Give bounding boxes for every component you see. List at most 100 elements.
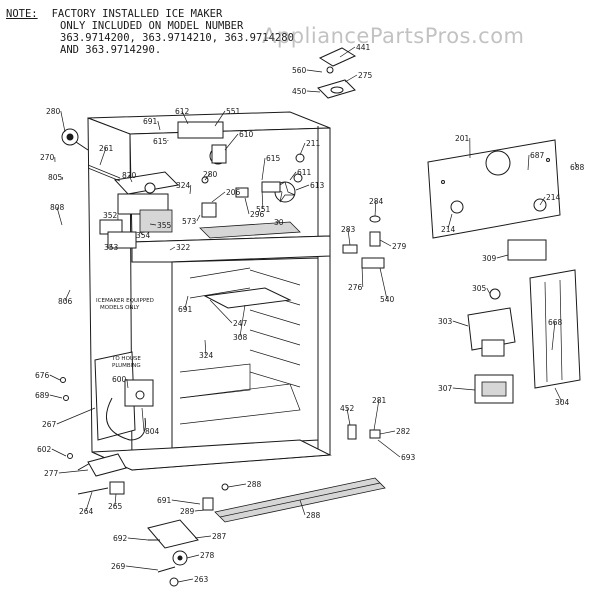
leader-line: [189, 184, 192, 195]
callout-613: 613: [310, 181, 325, 190]
leader-lines: [49, 46, 578, 583]
leader-line: [171, 499, 201, 505]
callout-540: 540: [380, 295, 395, 304]
leader-line: [99, 147, 107, 166]
leader-line: [244, 197, 250, 215]
callout-441: 441: [356, 43, 371, 52]
callout-264: 264: [79, 507, 94, 516]
callout-610: 610: [239, 130, 254, 139]
leader-line: [551, 321, 556, 351]
callout-211: 211: [306, 139, 321, 148]
leader-line: [339, 46, 356, 58]
callout-296: 296: [250, 210, 265, 219]
leader-line: [214, 110, 226, 127]
leader-line: [125, 565, 159, 571]
leader-line: [127, 537, 149, 541]
leader-line: [60, 110, 66, 133]
leader-line: [194, 535, 212, 539]
note-label: NOTE:: [6, 8, 38, 20]
leader-line: [496, 254, 509, 259]
callout-615: 615: [153, 137, 168, 146]
leader-line: [373, 399, 380, 431]
callout-309: 309: [482, 254, 497, 263]
watermark: AppliancePartsPros.com: [262, 24, 525, 48]
leader-line: [261, 157, 266, 181]
callout-688: 688: [570, 163, 585, 172]
callout-289: 289: [180, 507, 195, 516]
leader-line: [486, 287, 491, 295]
callout-551: 551: [226, 107, 241, 116]
callout-560: 560: [292, 66, 307, 75]
leader-line: [49, 374, 61, 381]
note-line-2: ONLY INCLUDED ON MODEL NUMBER: [60, 20, 244, 32]
leader-line: [157, 120, 161, 131]
leader-line: [299, 499, 306, 516]
callout-676: 676: [35, 371, 50, 380]
callout-30: 30: [274, 218, 284, 227]
callout-305: 305: [472, 284, 487, 293]
leader-line: [295, 184, 310, 191]
callout-691: 691: [178, 305, 193, 314]
leader-line: [379, 239, 392, 247]
callout-307: 307: [438, 384, 453, 393]
callout-324: 324: [199, 351, 214, 360]
callout-804: 804: [145, 427, 160, 436]
plumbing-note-2: PLUMBING: [112, 363, 141, 369]
leader-line: [51, 448, 67, 457]
leader-line: [374, 200, 377, 217]
leader-line: [227, 483, 247, 488]
callout-206: 206: [226, 188, 241, 197]
leader-line: [56, 407, 96, 425]
leader-line: [539, 196, 546, 206]
callout-281: 281: [372, 396, 387, 405]
top-hinge-parts: [317, 47, 357, 99]
callout-354: 354: [136, 231, 151, 240]
plumbing-note-1: TO HOUSE: [111, 356, 141, 362]
rear-panel-201: [427, 139, 561, 261]
icemaker-note-line-2: MODELS ONLY: [100, 305, 140, 311]
water-valve-parts: [60, 351, 154, 471]
leader-line: [447, 213, 453, 230]
leader-line: [186, 554, 200, 559]
callout-692: 692: [113, 534, 128, 543]
callout-806: 806: [58, 297, 73, 306]
callout-322: 322: [176, 243, 191, 252]
leader-line: [139, 231, 144, 236]
note-line-1: FACTORY INSTALLED ICE MAKER: [51, 8, 223, 20]
leader-line: [181, 110, 189, 125]
leader-line: [141, 407, 145, 432]
leader-line: [239, 304, 246, 338]
callout-201: 201: [455, 134, 470, 143]
part-280-valve: [61, 128, 89, 151]
callout-280: 280: [46, 107, 61, 116]
leader-line: [452, 387, 476, 391]
callout-450: 450: [292, 87, 307, 96]
callout-288: 288: [306, 511, 321, 520]
leader-line: [377, 439, 401, 458]
leader-line: [56, 206, 63, 226]
callout-611: 611: [297, 168, 312, 177]
leader-line: [49, 394, 63, 399]
leader-line: [114, 493, 117, 507]
leader-line: [346, 407, 351, 426]
callout-282: 282: [396, 427, 411, 436]
callout-303: 303: [438, 317, 453, 326]
callout-668: 668: [548, 318, 563, 327]
callout-600: 600: [112, 375, 127, 384]
note-line-3: 363.9714200, 363.9714210, 363.9714280: [60, 32, 294, 44]
leader-line: [554, 387, 563, 403]
callout-279: 279: [392, 242, 407, 251]
callout-602: 602: [37, 445, 52, 454]
callout-247: 247: [233, 319, 248, 328]
leader-line: [452, 320, 469, 327]
leader-line: [361, 264, 364, 288]
callout-808: 808: [50, 203, 65, 212]
leader-line: [149, 223, 157, 226]
callout-551: 551: [256, 205, 271, 214]
callout-265: 265: [108, 502, 123, 511]
freezer-parts: [177, 121, 305, 218]
leader-line: [177, 578, 194, 583]
callout-573: 573: [182, 217, 197, 226]
